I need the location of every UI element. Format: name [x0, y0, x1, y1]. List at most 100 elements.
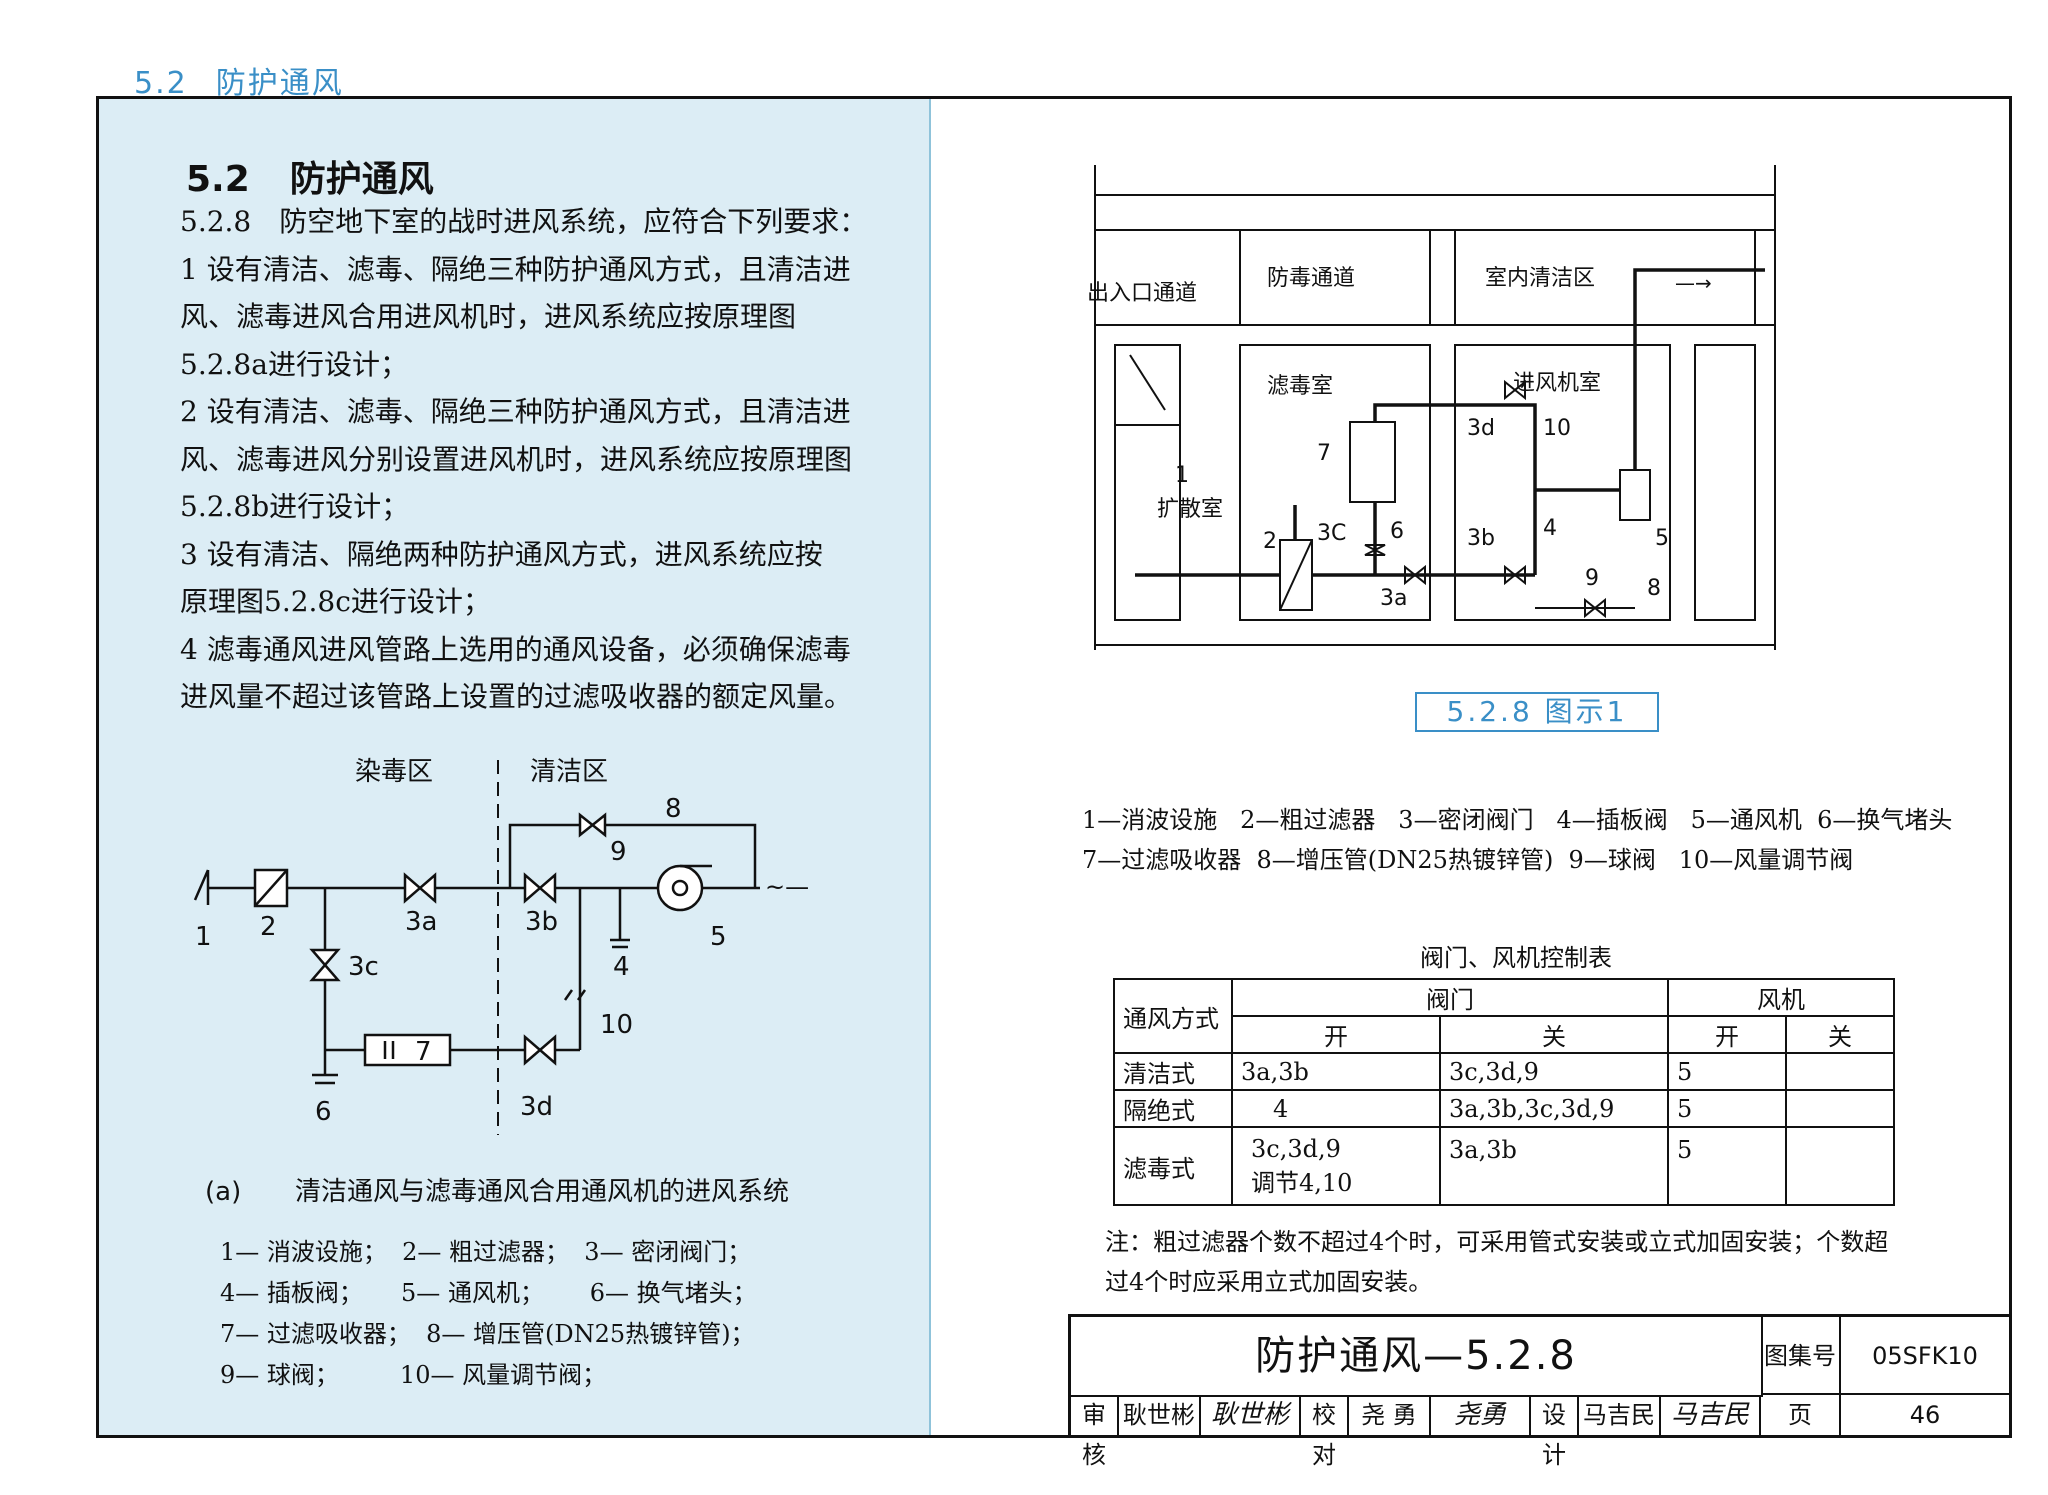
header-number: 5.2 [134, 66, 188, 101]
fan-rect [1619, 469, 1651, 521]
label-9: 9 [610, 837, 627, 867]
th-mode: 通风方式 [1113, 978, 1233, 1054]
cell-fan-close [1785, 1126, 1895, 1206]
room-diffuse-box [1114, 344, 1181, 621]
valve-3d-symbol [523, 1034, 557, 1066]
th-valve: 阀门 [1231, 978, 1669, 1017]
cell-valve-close: 3a,3b,3c,3d,9 [1439, 1089, 1669, 1128]
outlet-arrow: —→ [1675, 271, 1712, 295]
clause-item-3-line2: 原理图5.2.8c进行设计； [180, 585, 491, 618]
d1-label-8: 8 [1647, 576, 1661, 601]
absorber-rect [1349, 421, 1396, 503]
table-row: 清洁式 3a,3b 3c,3d,9 5 [1113, 1052, 1895, 1091]
review-label: 审核 [1071, 1395, 1119, 1469]
label-3a: 3a [405, 907, 437, 937]
table-note: 注：粗过滤器个数不超过4个时，可采用管式安装或立式加固安装；个数超过4个时应采用… [1105, 1228, 1889, 1296]
page-label: 页 [1761, 1395, 1841, 1435]
cell-valve-close: 3a,3b [1439, 1126, 1669, 1206]
cell-fan-open: 5 [1667, 1089, 1787, 1128]
section-name: 防护通风 [289, 159, 434, 200]
figure-label: 5.2.8 图示1 [1415, 692, 1659, 732]
room-fan-box [1454, 344, 1671, 621]
d1-label-6: 6 [1390, 519, 1404, 544]
coarse-filter-slash [254, 869, 288, 907]
label-3d: 3d [520, 1092, 553, 1122]
d1-label-9: 9 [1585, 566, 1599, 591]
duct-fan-out [1535, 268, 1765, 492]
section-title: 5.2 防护通风 [186, 150, 434, 202]
clause-item-2-line3: 5.2.8b进行设计； [180, 490, 410, 523]
ball-valve-9 [1584, 597, 1606, 619]
th-fan: 风机 [1667, 978, 1895, 1017]
diffuse-slash [1129, 354, 1166, 411]
page-number: 46 [1909, 1401, 1941, 1429]
designer-name: 马吉民 [1579, 1395, 1661, 1435]
table-title: 阀门、风机控制表 [1420, 944, 1612, 972]
cell-fan-open: 5 [1667, 1126, 1787, 1206]
duct-branch [1293, 403, 1537, 575]
th-fan-open: 开 [1667, 1015, 1787, 1054]
room-clean-label: 室内清洁区 [1485, 266, 1595, 291]
label-6: 6 [315, 1097, 332, 1127]
label-3b: 3b [525, 907, 558, 937]
fan-hub [671, 879, 689, 897]
d1-label-3d: 3d [1467, 416, 1495, 441]
label-5: 5 [710, 922, 727, 952]
cell-valve-open-line1: 3c,3d,9 [1251, 1134, 1341, 1163]
clause-item-4-line1: 4 滤毒通风进风管路上选用的通风设备，必须确保滤毒 [180, 632, 851, 666]
cell-valve-open-line2: 调节4,10 [1251, 1168, 1353, 1197]
caption-tag: (a) [205, 1177, 241, 1207]
legend-1-line: 7—过滤吸收器 8—增压管(DN25热镀锌管) 9—球阀 10—风量调节阀 [1082, 846, 1854, 874]
valve-3b [1504, 564, 1526, 586]
header-title: 防护通风 [215, 66, 344, 101]
drawing-frame [96, 96, 2012, 1438]
label-2: 2 [260, 912, 277, 942]
clause-item-1-line3: 5.2.8a进行设计； [180, 347, 408, 381]
room-diffuse-label: 扩散室 [1157, 497, 1223, 522]
d1-label-10: 10 [1543, 416, 1571, 441]
left-panel [99, 99, 931, 1435]
d1-label-5: 5 [1655, 526, 1669, 551]
table-subheader-row: 开 关 开 关 [1114, 1015, 1895, 1054]
d1-label-3b: 3b [1467, 526, 1495, 551]
d1-label-3a: 3a [1380, 586, 1407, 611]
valve-3b-symbol [523, 872, 557, 904]
fan-symbol [656, 864, 704, 912]
room-filter-box [1239, 344, 1431, 621]
section-number: 5.2 [186, 159, 250, 200]
label-10: 10 [600, 1010, 633, 1040]
checker-name: 尧 勇 [1349, 1395, 1431, 1435]
reviewer-signature: 耿世彬 [1201, 1395, 1301, 1435]
cell-fan-close [1785, 1052, 1895, 1091]
room-anti-box [1239, 229, 1431, 326]
valve-3d [1504, 379, 1526, 401]
zone-clean-label: 清洁区 [530, 757, 608, 787]
clause-item-1-line1: 1 设有清洁、滤毒、隔绝三种防护通风方式，且清洁进 [180, 252, 851, 286]
outlet-arrow-glyph: ~— [765, 873, 809, 901]
valve-3a [1404, 564, 1426, 586]
label-7: 7 [415, 1037, 432, 1067]
drawing-title: 防护通风—5.2.8 [1071, 1317, 1763, 1397]
check-label: 校对 [1301, 1395, 1349, 1469]
reviewer-name: 耿世彬 [1119, 1395, 1201, 1435]
coarse-filter-slash [1279, 539, 1313, 611]
th-valve-close: 关 [1439, 1015, 1669, 1054]
absorber-7-symbol [363, 1033, 452, 1067]
blast-valve-symbol [193, 869, 210, 905]
room-filter-label: 滤毒室 [1267, 374, 1333, 399]
label-4: 4 [613, 952, 630, 982]
legend-a-line: 4— 插板阀； 5— 通风机； 6— 换气堵头； [220, 1279, 757, 1307]
clause-number: 5.2.8 [180, 205, 252, 238]
legend-a-line: 1— 消波设施； 2— 粗过滤器； 3— 密闭阀门； [220, 1238, 752, 1266]
caption-a: 清洁通风与滤毒通风合用通风机的进风系统 [295, 1177, 789, 1207]
legend-1: 1—消波设施 2—粗过滤器 3—密闭阀门 4—插板阀 5—通风机 6—换气堵头 … [1082, 800, 1952, 880]
legend-1-line: 1—消波设施 2—粗过滤器 3—密闭阀门 4—插板阀 5—通风机 6—换气堵头 [1082, 806, 1953, 834]
legend-a: 1— 消波设施； 2— 粗过滤器； 3— 密闭阀门； 4— 插板阀； 5— 通风… [220, 1232, 757, 1396]
valve-3c-symbol [309, 948, 341, 982]
ball-valve-9-symbol [578, 812, 607, 838]
legend-a-line: 9— 球阀； 10— 风量调节阀； [220, 1361, 607, 1389]
control-table: 通风方式 阀门 风机 开 关 开 关 清洁式 3a,3b 3c,3d,9 5 隔… [1113, 978, 1895, 1206]
cell-fan-open: 5 [1667, 1052, 1787, 1091]
bypass-pipe [508, 823, 757, 888]
